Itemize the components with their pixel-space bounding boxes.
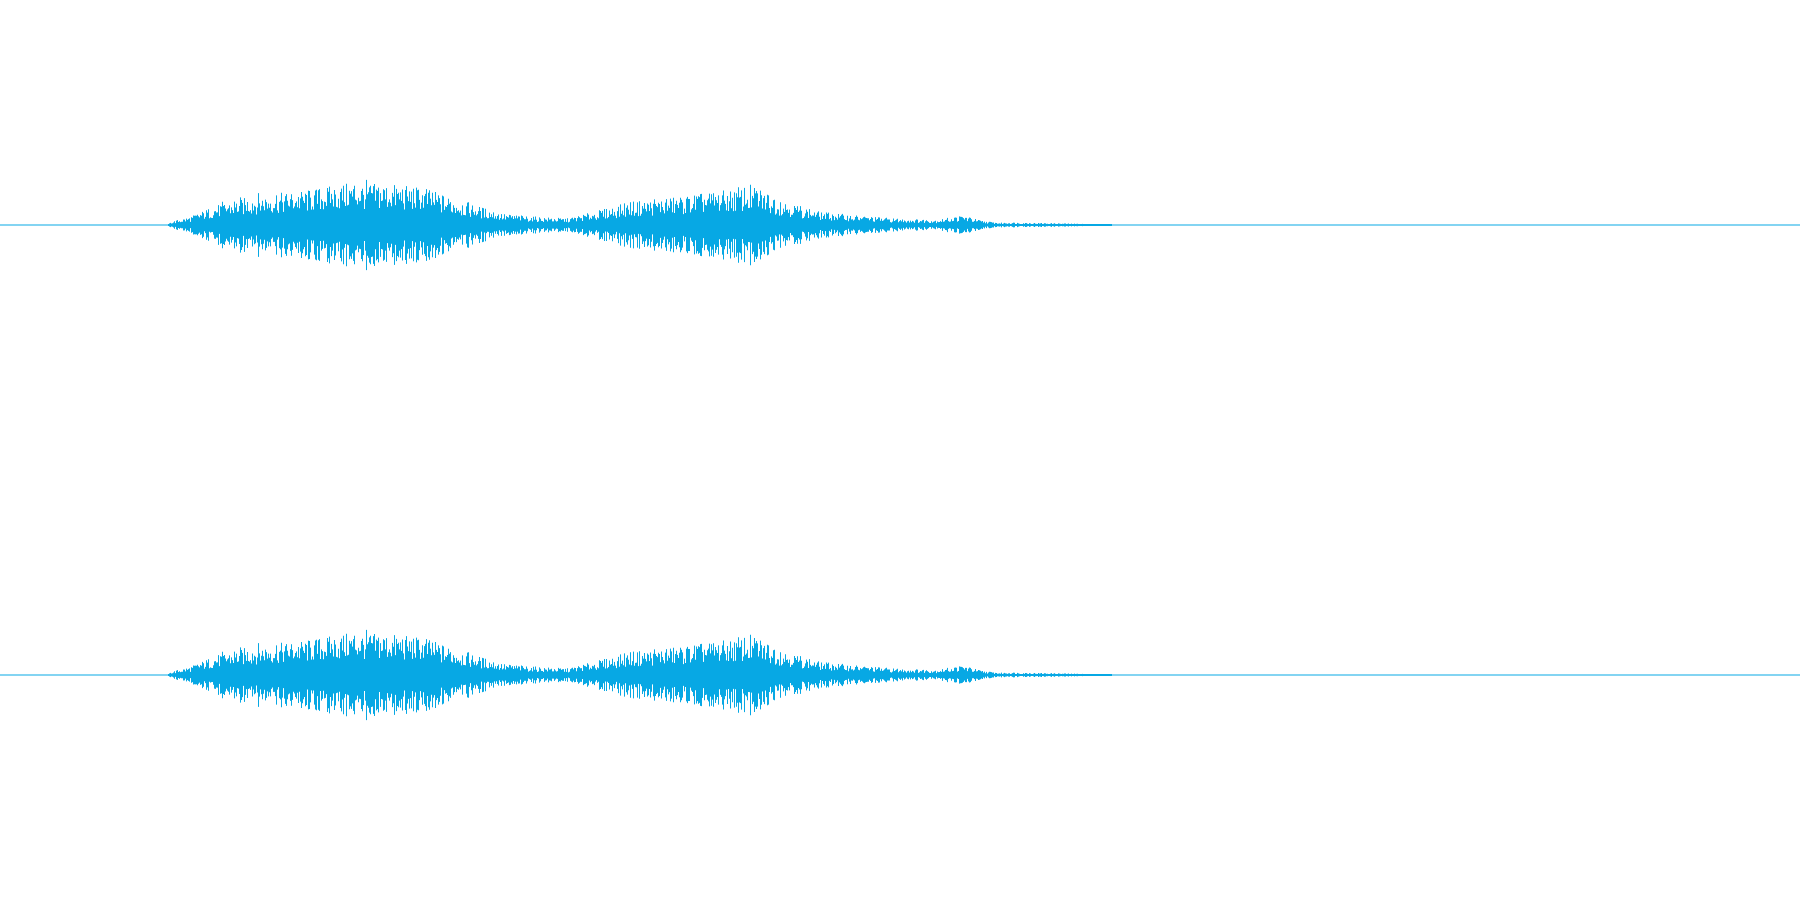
waveform-channel-2[interactable] xyxy=(0,450,1800,900)
waveform-bars-channel-1 xyxy=(168,179,1112,271)
waveform-channel-1[interactable] xyxy=(0,0,1800,450)
waveform-channel-2-svg xyxy=(0,629,1800,721)
waveform-bars-channel-2 xyxy=(168,629,1112,721)
waveform-channel-1-svg xyxy=(0,179,1800,271)
